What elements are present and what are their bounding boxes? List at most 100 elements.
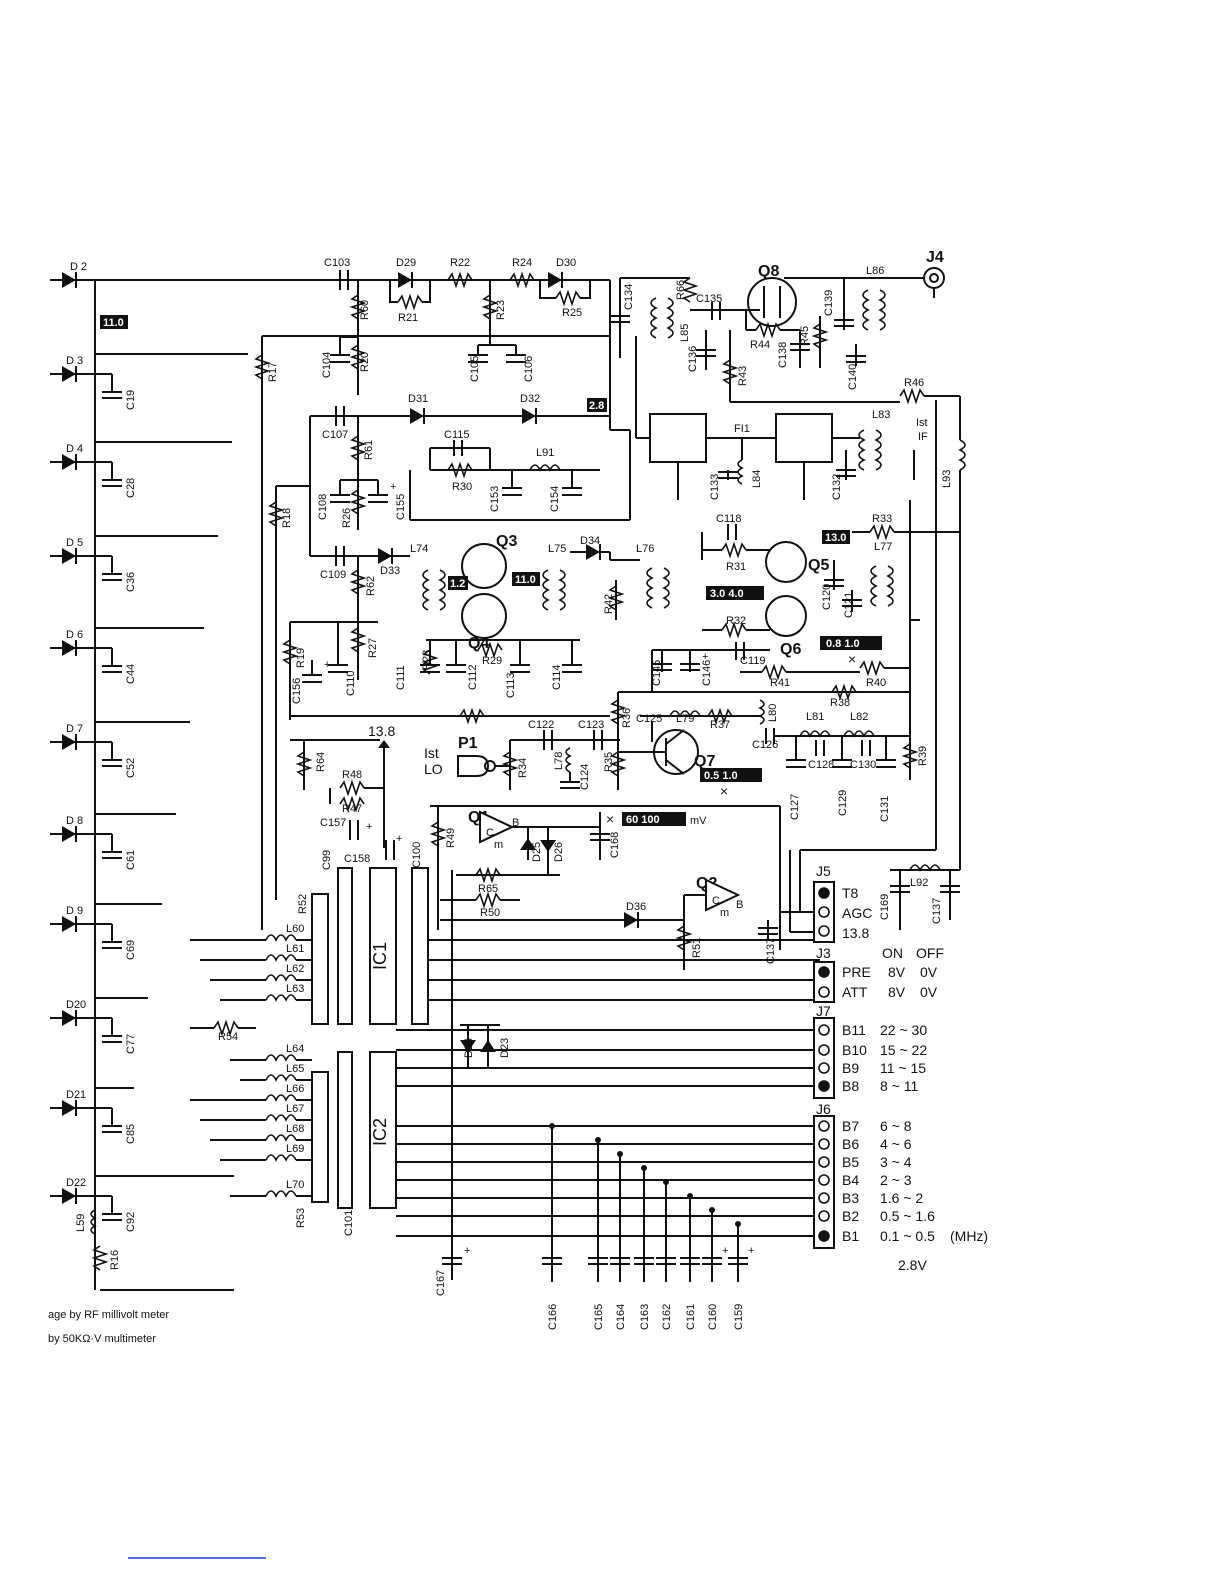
svg-text:B9: B9 — [842, 1060, 859, 1076]
connector-j7: J7 B11 22 ~ 30 B10 15 ~ 22 B9 11 ~ 15 B8… — [813, 1003, 927, 1099]
svg-text:D34: D34 — [580, 535, 600, 547]
svg-text:L74: L74 — [410, 543, 428, 555]
svg-text:C99: C99 — [321, 850, 333, 870]
mixer-q3-q4: C109 D33 R62 R27 L74 Q3 Q4 1.2 11.0 L75 … — [281, 416, 611, 725]
svg-text:C140: C140 — [847, 364, 859, 390]
svg-text:R32: R32 — [726, 615, 746, 627]
top-chain: C103 D29 R22 R24 D30 R21 R25 R60 R20 C10… — [321, 257, 611, 430]
svg-text:R45: R45 — [799, 326, 811, 346]
svg-text:R47: R47 — [342, 803, 362, 815]
svg-text:C126: C126 — [752, 739, 778, 751]
svg-text:B8: B8 — [842, 1078, 859, 1094]
svg-text:J7: J7 — [816, 1003, 831, 1019]
svg-text:C130: C130 — [850, 759, 876, 771]
svg-text:R25: R25 — [562, 307, 582, 319]
svg-text:L75: L75 — [548, 543, 566, 555]
svg-text:R17: R17 — [267, 362, 279, 382]
ic-inductor-label: L65 — [286, 1063, 304, 1075]
svg-text:1.2: 1.2 — [450, 578, 465, 590]
ic-inductor-label: L68 — [286, 1123, 304, 1135]
connector-j5: J5 T8 AGC 13.8 — [813, 863, 872, 943]
svg-text:C157: C157 — [320, 817, 346, 829]
svg-text:R22: R22 — [450, 257, 470, 269]
svg-text:L82: L82 — [850, 711, 868, 723]
svg-text:R16: R16 — [109, 1250, 121, 1270]
svg-text:C136: C136 — [687, 346, 699, 372]
svg-text:R31: R31 — [726, 561, 746, 573]
svg-text:×: × — [606, 811, 614, 827]
svg-text:11.0: 11.0 — [103, 317, 124, 329]
footnote-2: by 50KΩ·V multimeter — [48, 1333, 156, 1345]
svg-text:C123: C123 — [578, 719, 604, 731]
svg-text:C110: C110 — [345, 671, 357, 696]
svg-text:R30: R30 — [452, 481, 472, 493]
svg-text:C125: C125 — [636, 713, 662, 725]
svg-text:C132: C132 — [831, 474, 843, 500]
svg-text:L59: L59 — [75, 1214, 87, 1232]
svg-text:C101: C101 — [343, 1210, 355, 1236]
svg-text:C111: C111 — [395, 665, 407, 690]
svg-text:R37: R37 — [710, 719, 730, 731]
svg-text:R61: R61 — [363, 440, 375, 460]
bottom-cap-label: C164 — [615, 1304, 627, 1330]
svg-text:m: m — [494, 839, 503, 851]
svg-text:R36: R36 — [621, 708, 633, 728]
svg-text:C109: C109 — [320, 569, 346, 581]
ic-inductor-label: L62 — [286, 963, 304, 975]
left-cap-label: C44 — [125, 664, 137, 684]
svg-text:R34: R34 — [517, 758, 529, 778]
svg-text:0V: 0V — [920, 984, 938, 1000]
svg-text:P1: P1 — [458, 735, 478, 752]
q8-label: Q8 — [758, 263, 779, 280]
svg-text:D23: D23 — [499, 1038, 511, 1058]
ic2-label: IC2 — [370, 1118, 390, 1146]
svg-text:C134: C134 — [623, 284, 635, 310]
svg-text:2 ~ 3: 2 ~ 3 — [880, 1172, 912, 1188]
c167: + C167 — [435, 870, 470, 1296]
svg-text:D33: D33 — [380, 565, 400, 577]
svg-text:C: C — [486, 827, 494, 839]
svg-text:11 ~ 15: 11 ~ 15 — [880, 1060, 926, 1076]
svg-text:R19: R19 — [295, 648, 307, 668]
svg-text:IF: IF — [918, 431, 928, 443]
svg-text:0.8 1.0: 0.8 1.0 — [826, 638, 860, 650]
svg-text:22 ~ 30: 22 ~ 30 — [880, 1022, 927, 1038]
svg-text:4 ~ 6: 4 ~ 6 — [880, 1136, 912, 1152]
svg-text:C115: C115 — [444, 429, 469, 441]
svg-text:D30: D30 — [556, 257, 576, 269]
svg-text:C155: C155 — [395, 494, 407, 520]
svg-text:C118: C118 — [716, 513, 741, 525]
svg-text:L92: L92 — [910, 877, 928, 889]
svg-text:mV: mV — [690, 815, 707, 827]
svg-text:R18: R18 — [281, 508, 293, 528]
left-diode-label: D 6 — [66, 629, 83, 641]
svg-text:C133: C133 — [709, 474, 721, 500]
left-cap-label: C77 — [125, 1034, 137, 1054]
svg-text:0.1 ~ 0.5: 0.1 ~ 0.5 — [880, 1228, 935, 1244]
svg-text:B2: B2 — [842, 1208, 859, 1224]
left-diode-label: D21 — [66, 1089, 86, 1101]
svg-text:R51: R51 — [691, 938, 703, 958]
svg-text:C158: C158 — [344, 853, 370, 865]
svg-text:C121: C121 — [843, 592, 855, 618]
svg-text:D31: D31 — [408, 393, 428, 405]
svg-text:R23: R23 — [495, 300, 507, 320]
left-cap-label: C28 — [125, 478, 137, 498]
ic-inductor-label: L69 — [286, 1143, 304, 1155]
svg-text:0.5 1.0: 0.5 1.0 — [704, 770, 738, 782]
left-cap-label: C69 — [125, 940, 137, 960]
svg-text:L76: L76 — [636, 543, 654, 555]
svg-text:+: + — [464, 1245, 470, 1257]
svg-text:L93: L93 — [941, 470, 953, 488]
svg-text:B11: B11 — [842, 1022, 866, 1038]
svg-text:13.8: 13.8 — [368, 723, 395, 739]
ic-inductor-label: L61 — [286, 943, 304, 955]
svg-text:13.0: 13.0 — [825, 532, 846, 544]
svg-text:J6: J6 — [816, 1101, 831, 1117]
svg-text:R54: R54 — [218, 1031, 238, 1043]
bottom-voltage: 2.8V — [898, 1257, 927, 1273]
svg-text:1.6 ~ 2: 1.6 ~ 2 — [880, 1190, 923, 1206]
